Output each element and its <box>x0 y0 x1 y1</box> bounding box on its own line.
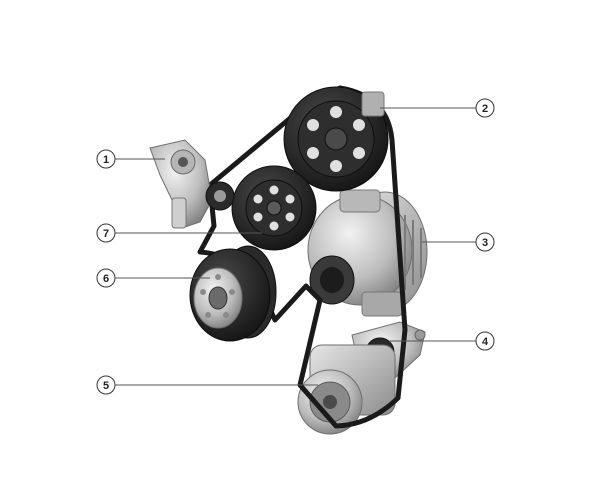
callout-6: 6 <box>96 268 116 288</box>
leader-lines <box>115 107 476 386</box>
callout-6-label: 6 <box>103 273 109 285</box>
callout-5-label: 5 <box>103 380 109 392</box>
crankshaft-pulley <box>189 245 277 342</box>
alternator <box>307 189 428 317</box>
water-pump-pulley <box>283 86 389 192</box>
callout-7-label: 7 <box>103 228 109 240</box>
callout-4: 4 <box>475 331 495 351</box>
callout-2-label: 2 <box>482 103 488 115</box>
idler-pulley <box>231 165 317 251</box>
callout-3: 3 <box>475 232 495 252</box>
callout-5: 5 <box>96 375 116 395</box>
callout-2: 2 <box>475 98 495 118</box>
callout-4-label: 4 <box>482 336 489 348</box>
callout-3-label: 3 <box>482 237 488 249</box>
callout-1-label: 1 <box>103 154 109 166</box>
callout-1: 1 <box>96 149 116 169</box>
callout-7: 7 <box>96 223 116 243</box>
ac-compressor <box>297 344 396 435</box>
belt-tensioner-arm <box>149 139 235 229</box>
